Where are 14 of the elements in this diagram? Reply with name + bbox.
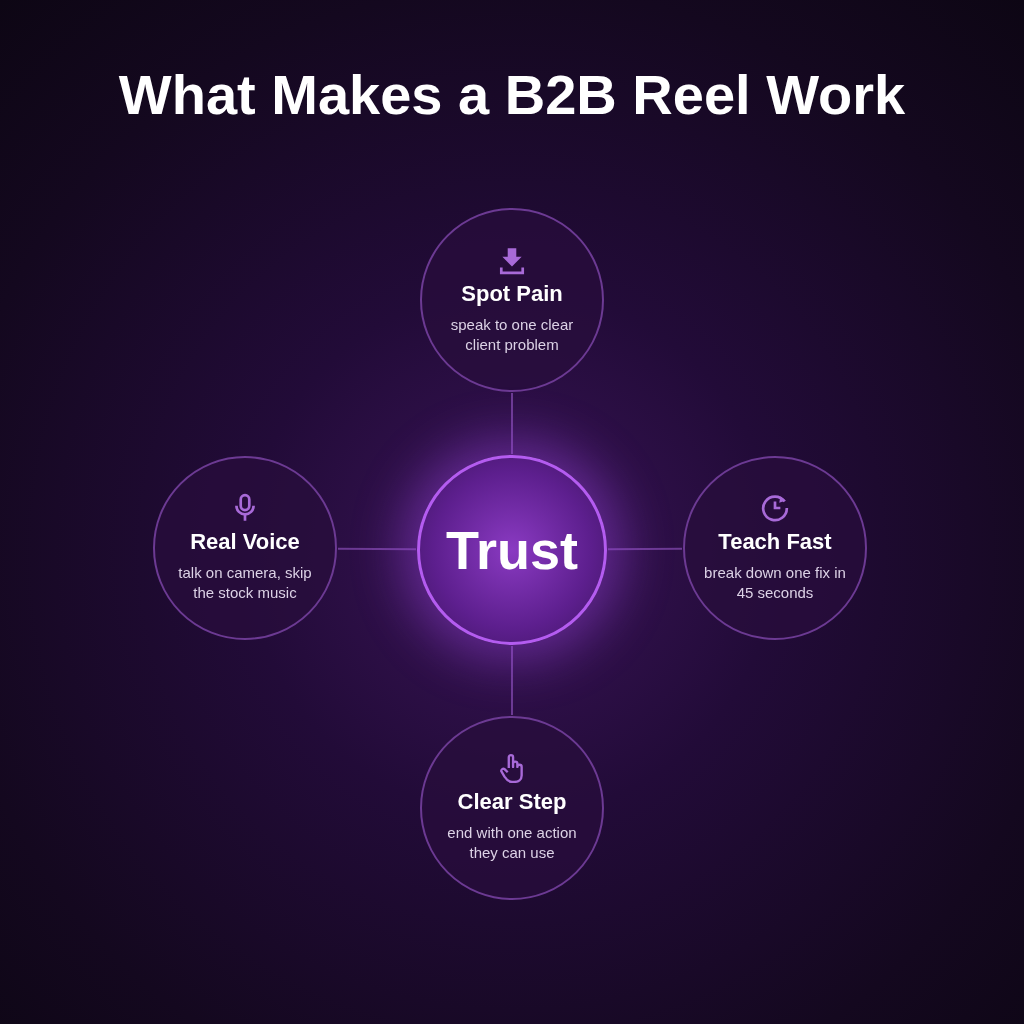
title: What Makes a B2B Reel Work xyxy=(118,62,906,127)
node-heading: Spot Pain xyxy=(461,280,563,307)
node-heading: Real Voice xyxy=(190,528,300,555)
connector-line xyxy=(511,645,513,716)
center-label: Trust xyxy=(446,519,578,581)
connector-line xyxy=(607,547,683,551)
node-description: speak to one clear client problem xyxy=(449,314,575,355)
connector-line xyxy=(337,547,417,551)
node-description: end with one action they can use xyxy=(446,822,578,863)
node-heading: Clear Step xyxy=(457,788,567,815)
node-heading: Teach Fast xyxy=(718,528,832,555)
node-description: break down one fix in 45 seconds xyxy=(703,562,847,603)
node-description: talk on camera, skip the stock music xyxy=(177,562,313,603)
connector-line xyxy=(511,392,513,455)
